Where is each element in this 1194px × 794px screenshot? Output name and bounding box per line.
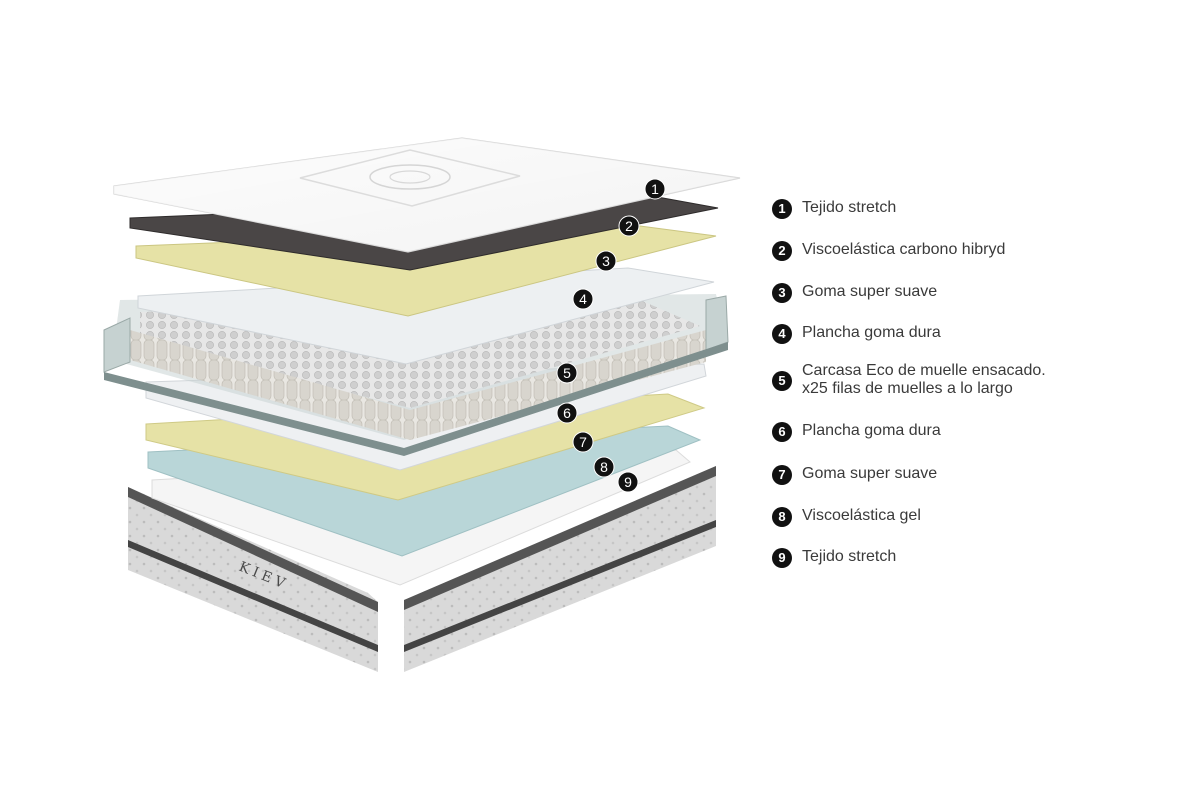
legend-label-line: Goma super suave: [802, 283, 938, 300]
layer-marker-9: 9: [617, 471, 639, 493]
legend-item-7: 7 Goma super suave: [772, 465, 937, 485]
svg-text:7: 7: [579, 434, 587, 450]
svg-text:6: 6: [563, 405, 571, 421]
legend-number-badge: 5: [772, 371, 792, 391]
mattress-illustration: KIEV: [103, 137, 741, 672]
legend-number-badge: 6: [772, 422, 792, 442]
legend-number-badge: 2: [772, 241, 792, 261]
legend-label-line: Carcasa Eco de muelle ensacado.: [802, 362, 1046, 379]
svg-text:2: 2: [625, 218, 633, 234]
svg-text:3: 3: [602, 253, 610, 269]
legend-item-4: 4 Plancha goma dura: [772, 324, 941, 344]
legend-label-line: Tejido stretch: [802, 548, 897, 565]
layer-marker-5: 5: [556, 362, 578, 384]
svg-text:9: 9: [624, 474, 632, 490]
layer-marker-6: 6: [556, 402, 578, 424]
svg-text:8: 8: [600, 459, 608, 475]
legend-item-8: 8 Viscoelástica gel: [772, 507, 921, 527]
layer-marker-7: 7: [572, 431, 594, 453]
layer-marker-4: 4: [572, 288, 594, 310]
layer-1-top-fabric: [113, 137, 741, 253]
legend-number-badge: 7: [772, 465, 792, 485]
legend-number-badge: 4: [772, 324, 792, 344]
legend-number-badge: 1: [772, 199, 792, 219]
legend-item-9: 9 Tejido stretch: [772, 548, 896, 568]
legend-number-badge: 9: [772, 548, 792, 568]
svg-text:5: 5: [563, 365, 571, 381]
legend-label-line: Plancha goma dura: [802, 324, 941, 341]
legend-label-line: Tejido stretch: [802, 199, 897, 216]
layer-marker-1: 1: [644, 178, 666, 200]
legend-label-line: Goma super suave: [802, 465, 938, 482]
svg-text:4: 4: [579, 291, 587, 307]
legend-number-badge: 8: [772, 507, 792, 527]
legend-item-1: 1 Tejido stretch: [772, 199, 896, 219]
legend-label-line: x25 filas de muelles a lo largo: [802, 380, 1013, 397]
svg-text:1: 1: [651, 181, 659, 197]
legend-item-5: 5 Carcasa Eco de muelle ensacado.x25 fila…: [772, 362, 1046, 398]
layer-marker-2: 2: [618, 215, 640, 237]
legend-label-line: Viscoelástica carbono hibryd: [802, 241, 1006, 258]
mattress-base: KIEV: [128, 466, 716, 672]
legend-number-badge: 3: [772, 283, 792, 303]
legend-label-line: Viscoelástica gel: [802, 507, 921, 524]
legend-item-3: 3 Goma super suave: [772, 283, 937, 303]
layer-marker-3: 3: [595, 250, 617, 272]
legend-label-line: Plancha goma dura: [802, 422, 941, 439]
layer-marker-8: 8: [593, 456, 615, 478]
legend-item-2: 2 Viscoelástica carbono hibryd: [772, 241, 1005, 261]
legend-item-6: 6 Plancha goma dura: [772, 422, 941, 442]
